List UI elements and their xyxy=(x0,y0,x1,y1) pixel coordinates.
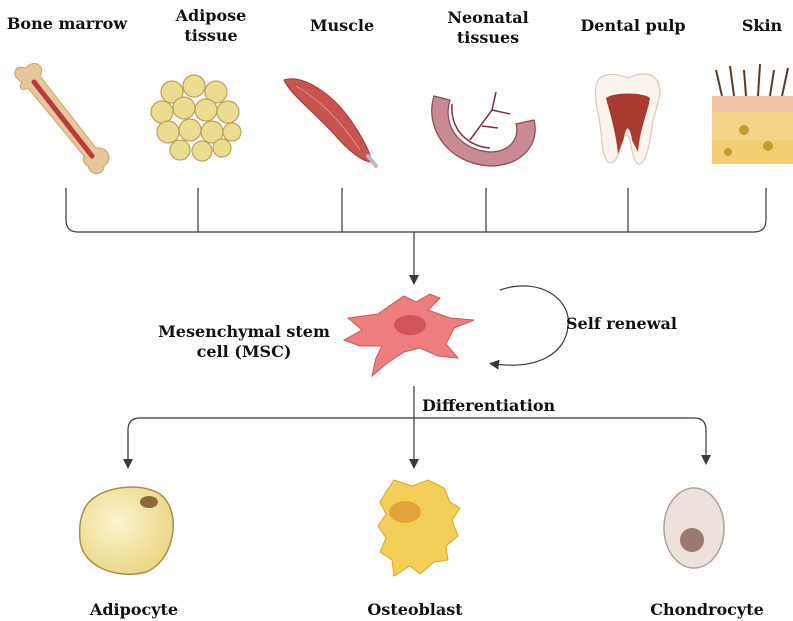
product-label-adipocyte: Adipocyte xyxy=(64,600,204,619)
msc-label: Mesenchymal stem cell (MSC) xyxy=(146,322,342,362)
source-bracket xyxy=(66,188,766,232)
msc-icon xyxy=(344,294,474,376)
neonatal-tissue-icon xyxy=(432,92,535,166)
source-label-bone-marrow: Bone marrow xyxy=(0,14,134,33)
differentiation-label: Differentiation xyxy=(422,396,562,415)
chondrocyte-icon xyxy=(664,488,724,568)
self-renewal-arrow xyxy=(494,286,568,365)
osteoblast-icon xyxy=(378,480,460,576)
muscle-icon xyxy=(284,79,376,166)
product-label-chondrocyte: Chondrocyte xyxy=(632,600,782,619)
product-label-osteoblast: Osteoblast xyxy=(350,600,480,619)
bone-icon xyxy=(15,63,109,173)
tooth-icon xyxy=(595,74,659,164)
adipocyte-icon xyxy=(80,487,174,574)
source-label-muscle: Muscle xyxy=(302,16,382,35)
source-label-adipose-tissue: Adipose tissue xyxy=(166,6,256,46)
source-label-dental-pulp: Dental pulp xyxy=(572,16,694,35)
source-label-skin: Skin xyxy=(736,16,788,35)
self-renewal-label: Self renewal xyxy=(566,314,690,333)
skin-icon xyxy=(712,64,793,164)
differentiation-tree xyxy=(128,386,706,464)
source-label-neonatal-tissues: Neonatal tissues xyxy=(438,8,538,48)
adipose-icon xyxy=(151,75,241,161)
